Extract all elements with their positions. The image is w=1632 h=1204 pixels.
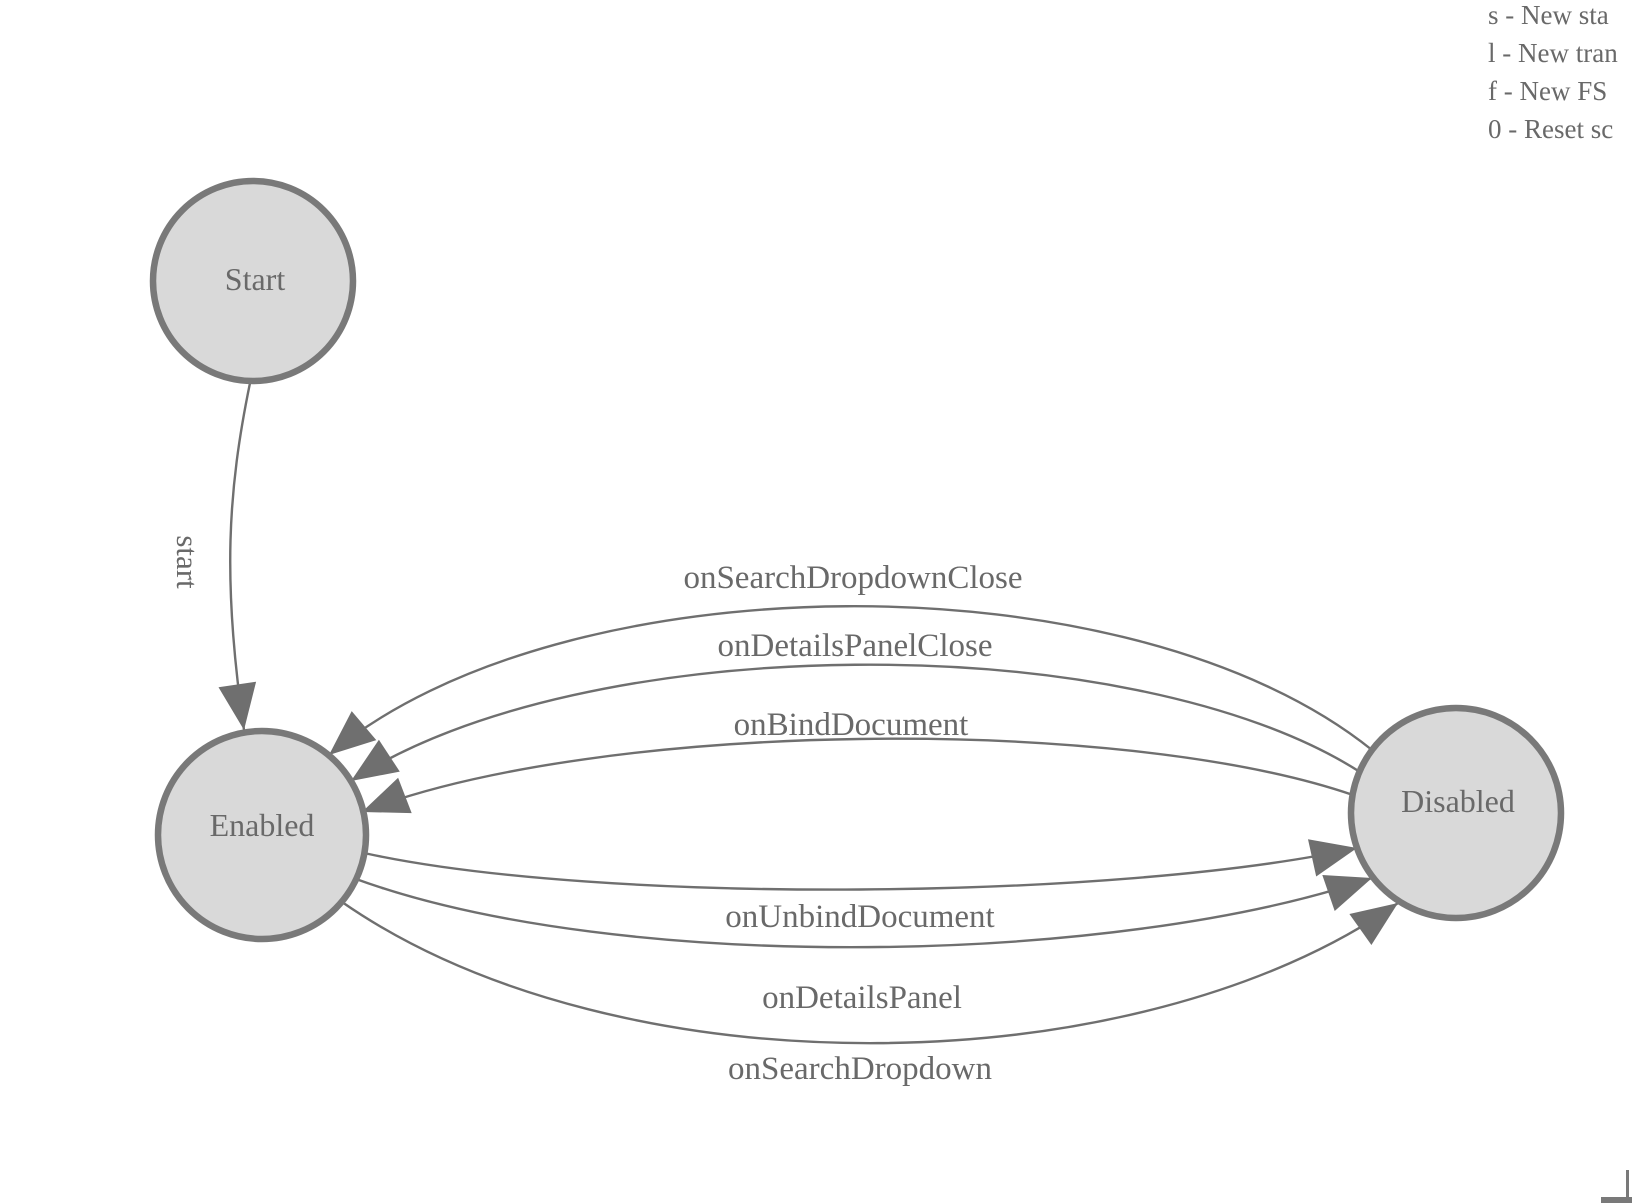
arrowhead-icon <box>1308 839 1357 877</box>
edge-onDetailsPanelClose: onDetailsPanelClose <box>350 628 1361 783</box>
node-disabled: Disabled <box>1347 704 1565 922</box>
edge-onBindDocument: onBindDocument <box>361 707 1354 814</box>
state-node-disabled-label: Disabled <box>1401 783 1515 819</box>
arrowhead-icon <box>362 777 412 814</box>
edge-onDetailsPanel-path[interactable] <box>355 876 1373 949</box>
edge-label-onDetailsPanelClose: onDetailsPanelClose <box>718 628 993 664</box>
arrowhead-icon <box>218 681 257 730</box>
edge-start-path[interactable] <box>229 382 252 731</box>
edge-onDetailsPanel: onDetailsPanel <box>355 875 1373 1016</box>
state-node-start-label: Start <box>225 261 286 297</box>
arrowhead-icon <box>1349 903 1398 945</box>
state-node-enabled-label: Enabled <box>210 807 315 843</box>
arrowhead-icon <box>1322 875 1372 911</box>
legend-line-new-fsm: f - New FS <box>1488 76 1608 106</box>
state-node-disabled[interactable] <box>1347 704 1565 922</box>
arrowhead-icon <box>329 711 377 755</box>
edge-onSearchDropdown: onSearchDropdown <box>341 901 1399 1087</box>
legend-line-new-transition: l - New tran <box>1488 38 1618 68</box>
edge-onBindDocument-path[interactable] <box>361 737 1354 814</box>
edge-onSearchDropdownClose-path[interactable] <box>328 605 1373 756</box>
edge-start: start <box>170 382 257 731</box>
edge-label-start: start <box>170 535 205 589</box>
shortcut-legend: s - New sta l - New tran f - New FS 0 - … <box>1488 0 1618 148</box>
edge-label-onBindDocument: onBindDocument <box>734 707 969 743</box>
node-enabled: Enabled <box>154 727 370 943</box>
node-start: Start <box>149 177 357 385</box>
edge-onSearchDropdown-path[interactable] <box>341 901 1399 1045</box>
state-node-enabled[interactable] <box>154 727 370 943</box>
edge-onSearchDropdownClose: onSearchDropdownClose <box>328 560 1373 756</box>
legend-line-reset: 0 - Reset sc <box>1488 114 1614 144</box>
edge-label-onUnbindDocument: onUnbindDocument <box>725 899 994 935</box>
edge-onDetailsPanelClose-path[interactable] <box>350 663 1361 783</box>
state-node-start[interactable] <box>149 177 357 385</box>
edge-onUnbindDocument: onUnbindDocument <box>363 839 1358 935</box>
edge-label-onDetailsPanel: onDetailsPanel <box>762 980 962 1016</box>
edge-label-onSearchDropdown: onSearchDropdown <box>728 1051 992 1087</box>
viewport-corner-mark <box>1601 1170 1632 1203</box>
legend-line-new-state: s - New sta <box>1488 0 1609 30</box>
edge-label-onSearchDropdownClose: onSearchDropdownClose <box>683 560 1022 596</box>
edge-onUnbindDocument-path[interactable] <box>363 846 1358 891</box>
arrowhead-icon <box>351 739 400 781</box>
